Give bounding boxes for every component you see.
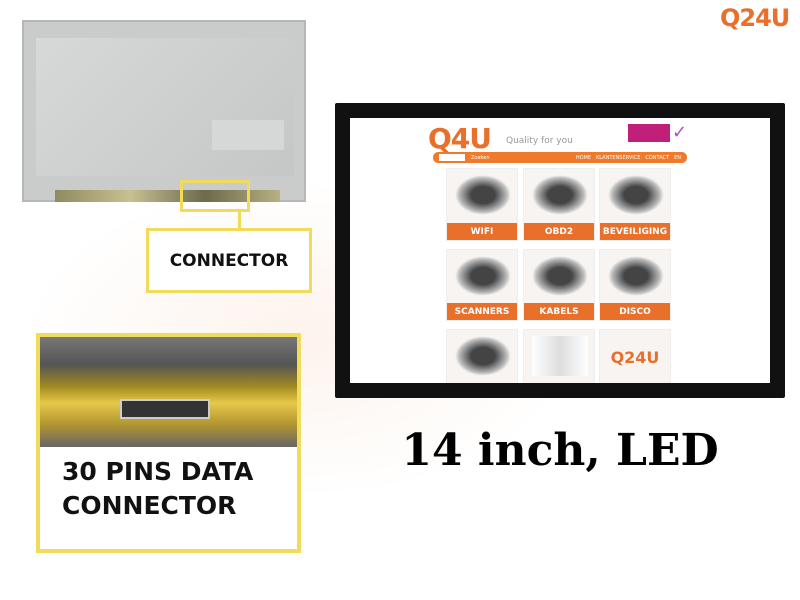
pins-callout: 30 PINS DATA CONNECTOR (36, 333, 301, 553)
product-image (608, 256, 664, 296)
site-tagline: Quality for you (506, 136, 573, 146)
product-image (455, 336, 511, 376)
tile-disco[interactable]: DISCO (599, 249, 671, 321)
tile-label: BEVEILIGING (600, 223, 670, 240)
lcd-panel-surface (36, 38, 294, 176)
webshop-badge (628, 124, 670, 142)
panel-label-sticker (212, 120, 284, 150)
pins-label-line1: 30 PINS DATA (62, 457, 254, 486)
nav-contact[interactable]: CONTACT (645, 154, 670, 161)
tile-q24u[interactable]: Q24U (599, 329, 671, 383)
product-image (455, 175, 511, 215)
pins-label-line2: CONNECTOR (62, 491, 237, 520)
callout-line (238, 212, 241, 230)
checkmark-icon: ✓ (672, 122, 688, 143)
site-navbar: Zoeken HOME KLANTENSERVICE CONTACT EN (433, 152, 687, 163)
tile-wifi[interactable]: WIFI (446, 168, 518, 241)
connector-highlight (180, 180, 250, 212)
product-image (608, 175, 664, 215)
tile-laptop[interactable] (446, 329, 518, 383)
nav-lang[interactable]: EN (674, 154, 681, 161)
search-input[interactable] (439, 154, 465, 161)
nav-service[interactable]: KLANTENSERVICE (596, 154, 641, 161)
tile-label: OBD2 (524, 223, 594, 240)
promo-logo: Q24U (610, 348, 660, 367)
product-headline: 14 inch, LED (401, 425, 719, 476)
tile-label: DISCO (600, 303, 670, 320)
product-image (455, 256, 511, 296)
corner-logo: Q24U (720, 4, 790, 32)
tile-label: KABELS (524, 303, 594, 320)
nav-home[interactable]: HOME (575, 154, 591, 161)
panel-flex-strip (55, 190, 280, 202)
connector-socket (120, 399, 210, 419)
pins-label: 30 PINS DATA CONNECTOR (40, 455, 297, 523)
tile-label: WIFI (447, 223, 517, 240)
site-logo: Q4U (428, 122, 492, 155)
connector-closeup-photo (40, 337, 297, 447)
tile-obd2[interactable]: OBD2 (523, 168, 595, 241)
monitor-screen: Q4U Quality for you ✓ Zoeken HOME KLANTE… (350, 118, 770, 383)
tile-label: SCANNERS (447, 303, 517, 320)
connector-callout: CONNECTOR (146, 228, 312, 293)
tile-beveiliging[interactable]: BEVEILIGING (599, 168, 671, 241)
search-button[interactable]: Zoeken (471, 154, 490, 161)
tile-kabels[interactable]: KABELS (523, 249, 595, 321)
product-image (532, 256, 588, 296)
tile-scanners[interactable]: SCANNERS (446, 249, 518, 321)
product-image (532, 336, 588, 376)
tile-product[interactable] (523, 329, 595, 383)
product-image (532, 175, 588, 215)
